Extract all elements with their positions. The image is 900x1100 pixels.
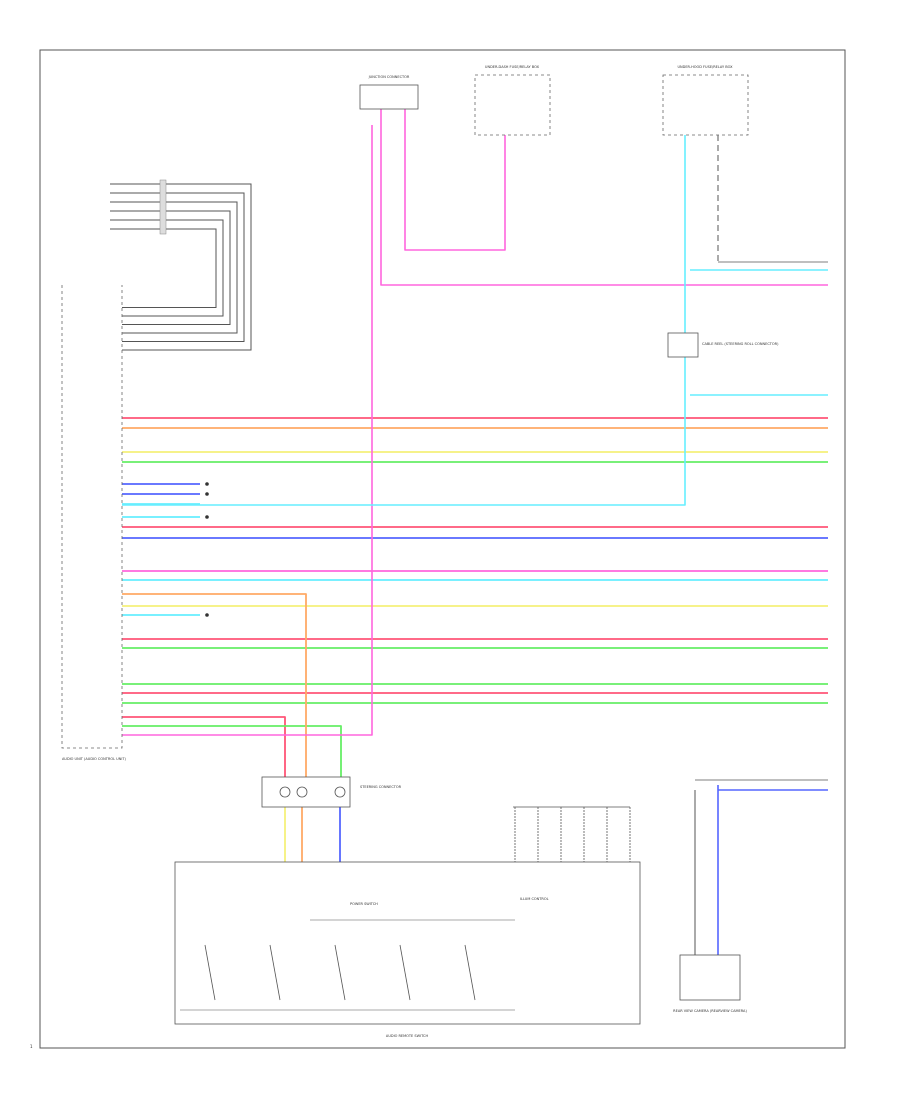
audio-unit-outline xyxy=(61,285,123,749)
steering-connector-pin xyxy=(334,786,346,798)
wire-layer xyxy=(110,109,828,955)
switch-contact xyxy=(399,944,411,1001)
black-bundle-wire xyxy=(110,219,224,317)
fuse-main-label: UNDER-DASH FUSE/RELAY BOX xyxy=(485,65,540,69)
pink-riser-wire xyxy=(122,125,373,736)
black-bundle-wire xyxy=(110,228,217,308)
fuse-main-box xyxy=(474,74,551,136)
splice-dot xyxy=(205,492,209,496)
black-bundle-wire xyxy=(110,210,231,325)
cable-reel-box xyxy=(667,332,699,358)
black-bundle-wire xyxy=(110,183,252,351)
junction-connector-label: JUNCTION CONNECTOR xyxy=(368,75,410,79)
black-bundle-wire xyxy=(110,201,238,334)
bundle-connector xyxy=(159,179,167,235)
component-layer xyxy=(61,74,749,1025)
splice-dot xyxy=(205,515,209,519)
footer-code: 1 xyxy=(30,1044,33,1049)
steering-connector-label: STEERING CONNECTOR xyxy=(360,785,402,789)
switch-contact xyxy=(334,944,346,1001)
junction-connector-box xyxy=(359,84,419,110)
diagram-frame xyxy=(39,49,846,1049)
audio-remote-switch-label: AUDIO REMOTE SWITCH xyxy=(386,1034,429,1038)
switch-contact xyxy=(204,944,216,1001)
rear-camera-label: REAR VIEW CAMERA (REARVIEW CAMERA) xyxy=(673,1009,747,1013)
steering-wire-green xyxy=(122,725,342,787)
fuse-acc-label: UNDER-HOOD FUSE/RELAY BOX xyxy=(677,65,733,69)
audio-unit-label: AUDIO UNIT (AUDIO CONTROL UNIT) xyxy=(62,757,126,761)
outer-frame xyxy=(39,49,846,1049)
black-bundle-wire xyxy=(110,192,245,342)
lightblue-vertical-wire xyxy=(122,135,686,506)
splice-dot xyxy=(205,482,209,486)
steering-connector-pin xyxy=(279,786,291,798)
power-switch-label: POWER SWITCH xyxy=(350,902,378,906)
switch-contact xyxy=(464,944,476,1001)
steering-wire-red xyxy=(122,716,286,787)
illum-control-label: ILLUM CONTROL xyxy=(520,897,549,901)
fuse-acc-box xyxy=(662,74,749,136)
steering-wire-orange xyxy=(122,593,307,787)
pink-fuse-wire xyxy=(404,109,506,251)
switch-contact xyxy=(269,944,281,1001)
pink-top-wire xyxy=(380,109,828,286)
splice-dot xyxy=(205,613,209,617)
rear-camera-box xyxy=(679,954,741,1001)
cable-reel-label: CABLE REEL (STEERING ROLL CONNECTOR) xyxy=(702,342,779,346)
label-layer: AUDIO UNIT (AUDIO CONTROL UNIT) STEERING … xyxy=(62,65,779,1038)
audio-remote-switch-box xyxy=(174,861,641,1025)
steering-connector-pin xyxy=(296,786,308,798)
